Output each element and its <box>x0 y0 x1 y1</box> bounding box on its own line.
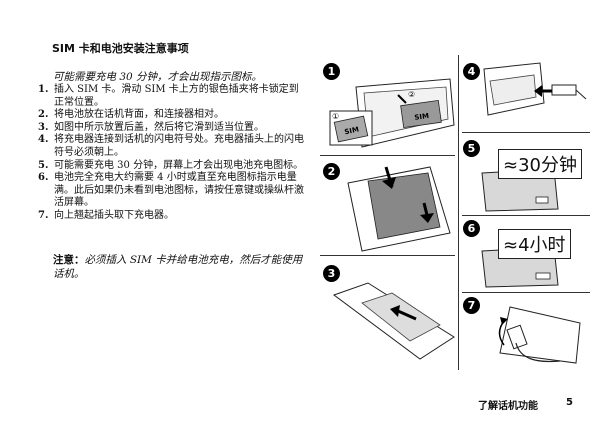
page-number: 5 <box>566 397 573 408</box>
charge-30-display: ≈30分钟 <box>498 149 582 179</box>
intro-text: 可能需要充电 30 分钟，才会出现指示图标。 <box>53 71 263 83</box>
back-cover-illustration <box>332 282 455 360</box>
step-number: 1. <box>38 84 49 95</box>
charger-remove-illustration <box>498 306 581 364</box>
step-badge-5: 5 <box>463 140 480 157</box>
sim-label-large: SIM <box>414 112 430 122</box>
row-divider <box>462 215 590 216</box>
row-divider <box>320 255 455 256</box>
charge-4h-display: ≈4小时 <box>498 229 571 259</box>
inset-marker-1: ① <box>332 112 339 121</box>
step-item: 5. 可能需要充电 30 分钟，屏幕上才会出现电池充电图标。 <box>38 160 304 173</box>
step-text: 可能需要充电 30 分钟，屏幕上才会出现电池充电图标。 <box>54 159 304 171</box>
step-badge-4: 4 <box>463 63 480 80</box>
step-badge-3: 3 <box>323 265 340 282</box>
sim-insert-illustration: SIM ① SIM ② <box>329 78 455 148</box>
row-divider <box>462 132 590 133</box>
note-text: 必须插入 SIM 卡并给电池充电，然后才能使用话机。 <box>53 254 303 280</box>
section-title: SIM 卡和电池安装注意事项 <box>52 42 189 55</box>
step-number: 3. <box>38 121 49 133</box>
step-number: 7. <box>38 209 49 221</box>
step-item: 4. 将充电器连接到话机的闪电符号处。充电器插头上的闪电符号必须朝上。 <box>38 134 304 159</box>
footer-section-title: 了解话机功能 <box>478 401 538 412</box>
row-divider <box>462 292 590 293</box>
row-divider <box>320 155 455 156</box>
step-text: 将电池放在话机背面，和连接器相对。 <box>54 109 224 121</box>
step-number: 6. <box>38 172 49 184</box>
sim-label-small: SIM <box>344 125 360 136</box>
steps-list: 1. 插入 SIM 卡。滑动 SIM 卡上方的银色插夹将卡锁定到正常位置。 2. 将… <box>38 84 304 223</box>
step-text: 向上翘起插头取下充电器。 <box>54 209 174 221</box>
step-number: 5. <box>38 159 49 171</box>
step-badge-2: 2 <box>323 163 340 180</box>
step-item: 7. 向上翘起插头取下充电器。 <box>38 210 304 223</box>
charger-connect-illustration <box>483 62 587 116</box>
step-text: 如图中所示放置后盖，然后将它滑到适当位置。 <box>54 121 264 133</box>
step-number: 4. <box>38 134 49 146</box>
figures-panel: 1 2 3 4 5 6 7 SIM ① SIM ② <box>320 55 590 370</box>
battery-illustration <box>347 166 451 252</box>
step-text: 插入 SIM 卡。滑动 SIM 卡上方的银色插夹将卡锁定到正常位置。 <box>54 84 299 108</box>
note: 注意：必须插入 SIM 卡并给电池充电，然后才能使用话机。 <box>53 253 303 281</box>
step-item: 2. 将电池放在话机背面，和连接器相对。 <box>38 109 304 122</box>
step-item: 3. 如图中所示放置后盖，然后将它滑到适当位置。 <box>38 122 304 135</box>
note-label: 注意： <box>53 254 85 266</box>
step-badge-6: 6 <box>463 220 480 237</box>
step-item: 6. 电池完全充电大约需要 4 小时或直至充电图标指示电量满。此后如果仍未看到电池… <box>38 172 304 210</box>
step-text: 将充电器连接到话机的闪电符号处。充电器插头上的闪电符号必须朝上。 <box>54 134 304 158</box>
inset-marker-2: ② <box>408 90 415 99</box>
step-text: 电池完全充电大约需要 4 小时或直至充电图标指示电量满。此后如果仍未看到电池图标… <box>54 172 304 209</box>
step-badge-1: 1 <box>323 63 340 80</box>
column-divider <box>458 55 459 370</box>
step-badge-7: 7 <box>463 297 480 314</box>
step-item: 1. 插入 SIM 卡。滑动 SIM 卡上方的银色插夹将卡锁定到正常位置。 <box>38 84 304 109</box>
step-number: 2. <box>38 109 49 121</box>
